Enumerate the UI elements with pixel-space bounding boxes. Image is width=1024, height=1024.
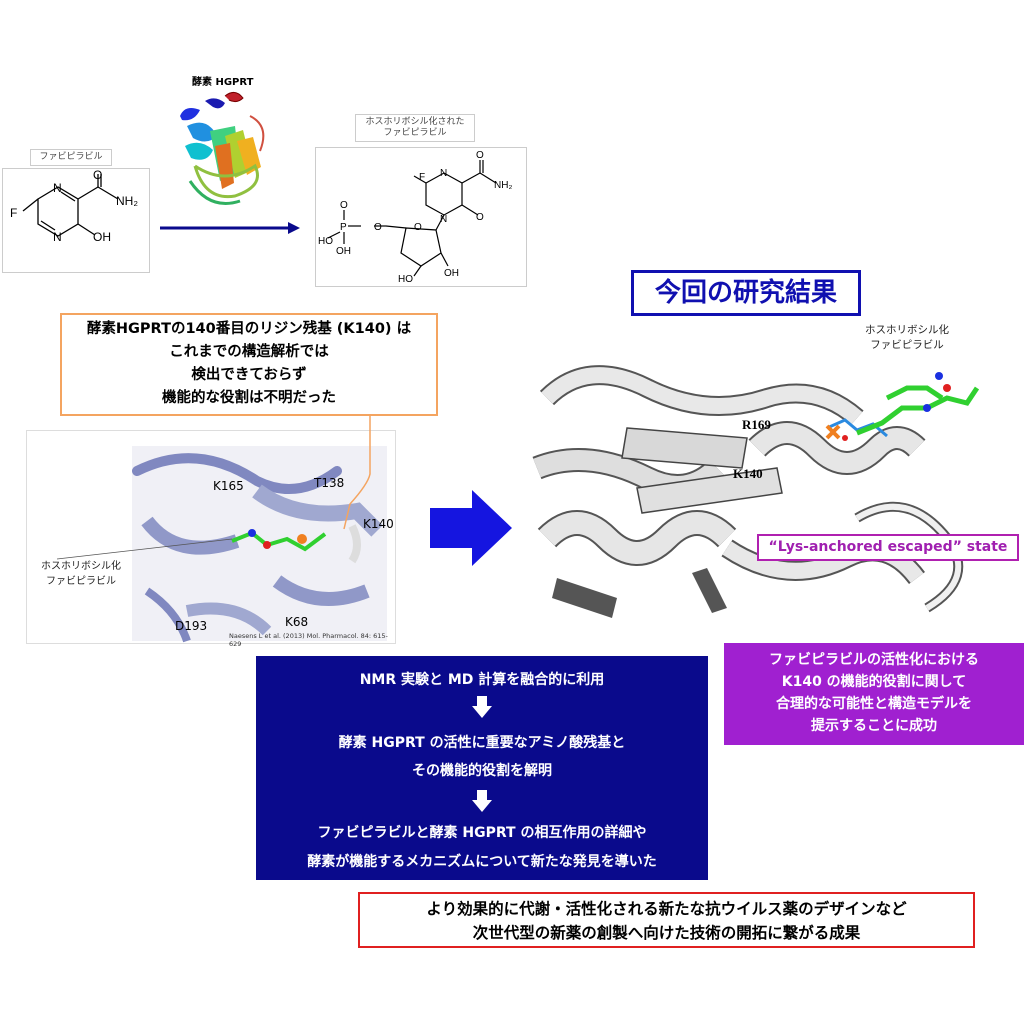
navy-line-4: ファビピラビルと酵素 HGPRT の相互作用の詳細や [317,825,647,841]
right-structure-panel: ホスホリボシル化 ファビピラビル R169 K140 [527,318,1024,643]
product-label-line2: ファビピラビル [383,128,447,138]
result-title: 今回の研究結果 [631,270,861,316]
left-ligand-line1: ホスホリボシル化 [41,561,121,572]
enzyme-label: 酵素 HGPRT [192,77,254,88]
right-ligand-label: ホスホリボシル化 ファビピラビル [847,322,967,352]
fav-atom-f: F [10,206,17,220]
prod-atom-o4: O [374,222,382,233]
favipiravir-tag: ファビピラビル [30,149,112,166]
left-ligand-label: ホスホリボシル化 ファビピラビル [31,557,131,587]
prod-atom-f: F [419,172,425,183]
orange-line-1: 酵素HGPRTの140番目のリジン残基 (K140) は [86,321,412,337]
right-structure-image [532,365,980,618]
favipiravir-structure: N N O NH₂ OH F [10,168,138,244]
prod-atom-n2: N [440,214,447,225]
down-arrow-icon [472,696,492,718]
prod-atom-n1: N [440,168,447,179]
conclusion-box: より効果的に代謝・活性化される新たな抗ウイルス薬のデザインなど 次世代型の新薬の… [358,892,975,948]
prod-atom-p: P [340,222,347,233]
prod-atom-o5: O [340,200,348,211]
product-panel: F N N O NH₂ O O O P O HO OH HO OH [315,147,527,287]
prod-atom-oh1: OH [336,246,351,257]
orange-line-2: これまでの構造解析では [169,344,329,360]
purple-line-2: K140 の機能的役割に関して [781,674,967,690]
left-residue-k165: K165 [213,479,244,493]
big-arrow [430,490,512,566]
purple-line-1: ファビピラビルの活性化における [769,652,979,668]
right-residue-k140: K140 [733,466,763,481]
navy-line-3: その機能的役割を解明 [412,763,552,779]
success-box: ファビピラビルの活性化における K140 の機能的役割に関して 合理的な可能性と… [724,643,1024,745]
down-arrow-icon [472,790,492,812]
left-ligand-line2: ファビピラビル [46,576,116,587]
favipiravir-label: ファビピラビル [39,152,103,162]
red-line-1: より効果的に代謝・活性化される新たな抗ウイルス薬のデザインなど [426,900,907,918]
orange-line-3: 検出できておらず [191,367,307,383]
reaction-arrow [160,222,300,234]
prod-atom-ho1: HO [318,236,333,247]
state-label: “Lys-anchored escaped” state [757,534,1019,561]
navy-line-2: 酵素 HGPRT の活性に重要なアミノ酸残基と [338,735,626,751]
left-residue-d193: D193 [175,619,208,633]
fav-atom-n2: N [53,230,62,244]
navy-line-1: NMR 実験と MD 計算を融合的に利用 [359,672,605,688]
left-residue-k140: K140 [363,517,394,531]
prod-atom-ho2: HO [398,274,413,285]
prod-atom-o3: O [414,222,422,233]
enzyme-structure-image [180,92,265,205]
right-ligand-line2: ファビピラビル [870,339,944,351]
prod-atom-nh2: NH₂ [494,180,512,191]
left-structure-panel: K165 T138 K140 D193 K68 ホスホリボシル化 ファビピラビル… [26,430,396,648]
navy-line-5: 酵素が機能するメカニズムについて新たな発見を導いた [307,854,657,870]
fav-atom-oh: OH [93,230,111,244]
product-structure: F N N O NH₂ O O O P O HO OH HO OH [318,150,512,285]
connector-line [343,416,371,530]
right-ligand-line1: ホスホリボシル化 [865,324,949,336]
orange-line-4: 機能的な役割は不明だった [162,390,336,406]
product-label-line1: ホスホリボシル化された [365,117,465,127]
fav-atom-n1: N [53,181,62,195]
left-structure-image [56,446,387,643]
product-tag: ホスホリボシル化された ファビピラビル [355,114,475,142]
red-line-2: 次世代型の新薬の創製へ向けた技術の開拓に繋がる成果 [472,924,861,942]
favipiravir-panel: N N O NH₂ OH F [2,168,150,273]
right-residue-r169: R169 [742,417,771,432]
left-residue-t138: T138 [314,476,345,490]
left-residue-k68: K68 [285,615,309,629]
citation: Naesens L et al. (2013) Mol. Pharmacol. … [229,632,388,648]
fav-atom-o: O [93,169,102,182]
previous-knowledge-box: 酵素HGPRTの140番目のリジン残基 (K140) は これまでの構造解析では… [60,313,438,416]
prod-atom-o1: O [476,150,484,161]
purple-line-4: 提示することに成功 [811,718,937,734]
fav-atom-nh2: NH₂ [116,194,138,208]
prod-atom-oh2: OH [444,268,459,279]
method-box: NMR 実験と MD 計算を融合的に利用 酵素 HGPRT の活性に重要なアミノ… [256,656,708,880]
prod-atom-o2: O [476,212,484,223]
purple-line-3: 合理的な可能性と構造モデルを [776,696,972,712]
